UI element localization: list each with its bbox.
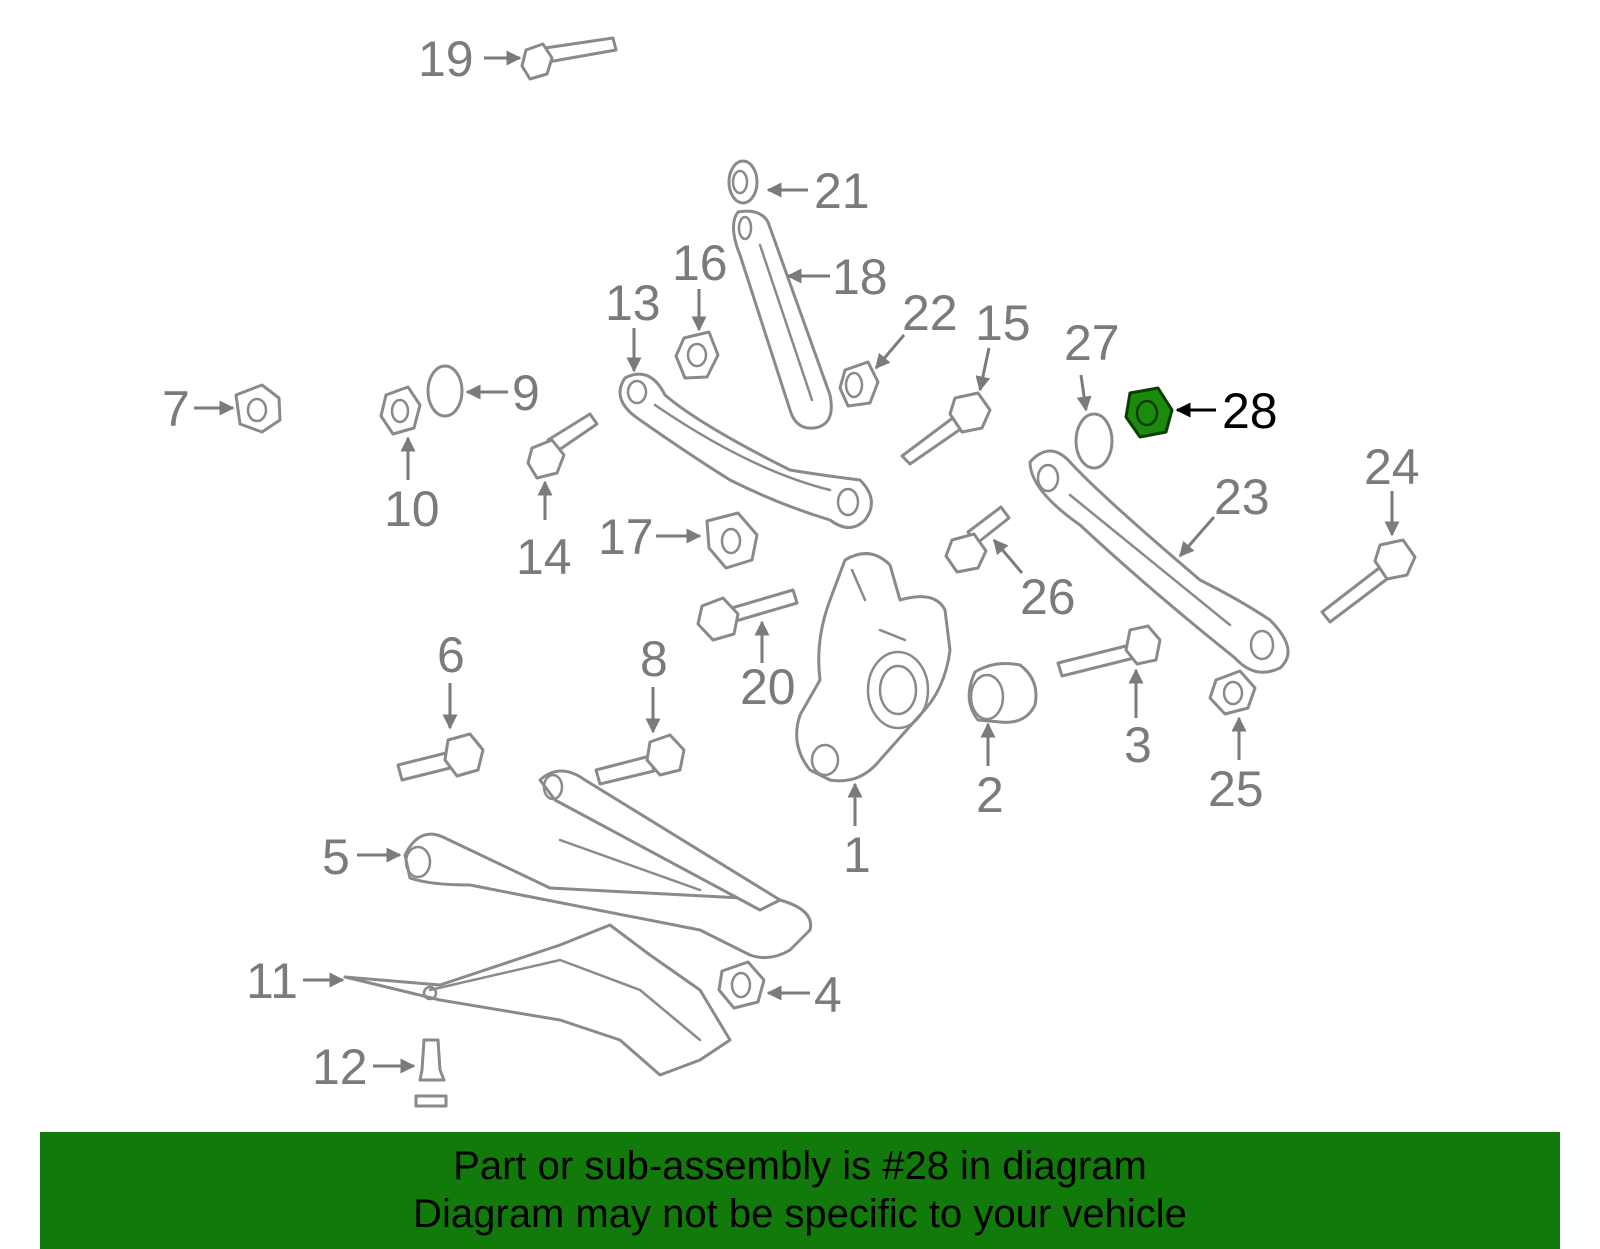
callout-16: 16: [672, 235, 728, 291]
callout-18: 18: [832, 249, 888, 305]
part-2-bushing[interactable]: [967, 662, 1038, 724]
part-4-nut[interactable]: [717, 960, 766, 1010]
part-10-nut[interactable]: [379, 385, 422, 436]
callout-24: 24: [1364, 439, 1420, 495]
callout-labels: 19 21 18 16 13 22 15 27 28 7 9 10 14 17 …: [162, 31, 1420, 1095]
callout-3: 3: [1124, 717, 1152, 773]
part-23-link-arm[interactable]: [1028, 449, 1290, 674]
part-12-clip[interactable]: [414, 1038, 448, 1108]
part-16-nut[interactable]: [674, 330, 720, 380]
callout-13: 13: [605, 275, 661, 331]
part-27-o-ring[interactable]: [1074, 412, 1114, 470]
callout-1: 1: [843, 827, 871, 883]
callout-28-highlighted: 28: [1222, 383, 1278, 439]
part-3-bolt[interactable]: [1056, 624, 1162, 678]
callout-14: 14: [516, 529, 572, 585]
callout-15: 15: [975, 295, 1031, 351]
callout-20: 20: [740, 659, 796, 715]
part-19-bolt[interactable]: [520, 36, 618, 81]
callout-6: 6: [437, 627, 465, 683]
callout-9: 9: [512, 365, 540, 421]
part-18-link-arm[interactable]: [732, 209, 833, 430]
callout-27: 27: [1064, 315, 1120, 371]
callout-2: 2: [976, 767, 1004, 823]
part-5-lower-control-arm[interactable]: [403, 769, 813, 960]
callout-8: 8: [640, 631, 668, 687]
part-6-bolt[interactable]: [396, 732, 485, 782]
callout-10: 10: [384, 481, 440, 537]
callout-7: 7: [162, 381, 190, 437]
callout-22: 22: [902, 285, 958, 341]
part-22-nut[interactable]: [838, 360, 880, 408]
banner-line-2: Diagram may not be specific to your vehi…: [413, 1192, 1187, 1236]
part-11-shield[interactable]: [343, 923, 732, 1077]
info-banner: Part or sub-assembly is #28 in diagram D…: [40, 1132, 1560, 1249]
callout-5: 5: [322, 829, 350, 885]
part-1-knuckle[interactable]: [795, 552, 952, 783]
banner-line-1: Part or sub-assembly is #28 in diagram: [453, 1144, 1147, 1188]
callout-11: 11: [246, 953, 298, 1009]
part-25-nut[interactable]: [1208, 669, 1257, 716]
callout-26: 26: [1020, 569, 1076, 625]
part-24-bolt[interactable]: [1320, 538, 1417, 624]
callout-17: 17: [598, 509, 654, 565]
callout-12: 12: [312, 1039, 368, 1095]
callout-21: 21: [814, 163, 870, 219]
callout-4: 4: [814, 967, 842, 1023]
part-21-nut[interactable]: [727, 159, 759, 205]
part-15-bolt[interactable]: [900, 391, 992, 466]
part-9-o-ring[interactable]: [426, 364, 464, 418]
part-8-bolt[interactable]: [594, 733, 686, 786]
part-13-control-arm[interactable]: [618, 372, 873, 529]
part-17-nut[interactable]: [705, 511, 759, 570]
part-7-nut[interactable]: [234, 383, 282, 434]
part-26-bolt[interactable]: [944, 505, 1011, 574]
callout-arrows: [194, 50, 1400, 1074]
callout-23: 23: [1214, 469, 1270, 525]
part-28-nut-highlighted[interactable]: [1124, 386, 1174, 439]
callout-19: 19: [418, 31, 474, 87]
part-20-bolt[interactable]: [696, 588, 799, 642]
callout-25: 25: [1208, 761, 1264, 817]
part-14-bolt[interactable]: [526, 412, 599, 480]
